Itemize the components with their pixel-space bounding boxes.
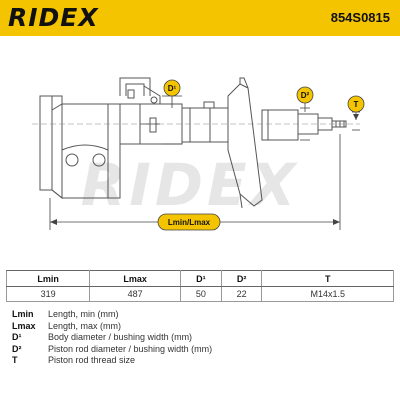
list-item: D² Piston rod diameter / bushing width (… bbox=[12, 344, 212, 356]
value-t: M14x1.5 bbox=[261, 286, 394, 302]
value-lmin: 319 bbox=[5, 286, 91, 302]
legend-text: Body diameter / bushing width (mm) bbox=[48, 332, 193, 342]
legend: Lmin Length, min (mm) Lmax Length, max (… bbox=[12, 309, 212, 367]
legend-key: D² bbox=[12, 343, 22, 354]
list-item: T Piston rod thread size bbox=[12, 355, 212, 367]
d1-callout bbox=[163, 79, 181, 97]
t-callout bbox=[347, 95, 365, 113]
list-item: D¹ Body diameter / bushing width (mm) bbox=[12, 332, 212, 344]
list-item: Lmax Length, max (mm) bbox=[12, 321, 212, 333]
spec-table: Lmin Lmax D¹ D² T 319 487 50 22 M14x1.5 bbox=[5, 270, 394, 302]
col-t: T bbox=[261, 270, 394, 287]
list-item: Lmin Length, min (mm) bbox=[12, 309, 212, 321]
value-d1: 50 bbox=[179, 286, 222, 302]
legend-text: Length, min (mm) bbox=[48, 309, 119, 319]
legend-key: T bbox=[12, 355, 18, 365]
length-label: Lmin/Lmax bbox=[168, 218, 211, 227]
spec-table-header: Lmin Lmax D¹ D² T bbox=[5, 270, 394, 287]
watermark-text: RIDEX bbox=[81, 151, 300, 219]
col-lmax: Lmax bbox=[89, 270, 181, 287]
col-d1: D¹ bbox=[179, 270, 222, 287]
col-d2: D² bbox=[220, 270, 263, 287]
value-d2: 22 bbox=[220, 286, 263, 302]
length-label-box bbox=[157, 213, 221, 231]
brand-logo: RIDEX bbox=[8, 3, 99, 32]
part-number: 854S0815 bbox=[330, 10, 390, 25]
legend-text: Piston rod thread size bbox=[48, 355, 136, 365]
d1-label: D¹ bbox=[168, 84, 177, 93]
t-label: T bbox=[354, 100, 359, 109]
legend-text: Length, max (mm) bbox=[48, 320, 122, 331]
d2-callout bbox=[296, 86, 314, 104]
table-row: 319 487 50 22 M14x1.5 bbox=[5, 286, 394, 302]
shock-absorber-drawing: RIDEX bbox=[32, 77, 365, 231]
legend-key: Lmax bbox=[12, 320, 36, 331]
legend-text: Piston rod diameter / bushing width (mm) bbox=[48, 343, 213, 354]
legend-key: D¹ bbox=[12, 332, 22, 342]
col-lmin: Lmin bbox=[5, 270, 91, 287]
header-bar: RIDEX 854S0815 bbox=[0, 0, 400, 36]
value-lmax: 487 bbox=[89, 286, 181, 302]
legend-key: Lmin bbox=[12, 309, 34, 319]
d2-label: D² bbox=[301, 91, 310, 100]
